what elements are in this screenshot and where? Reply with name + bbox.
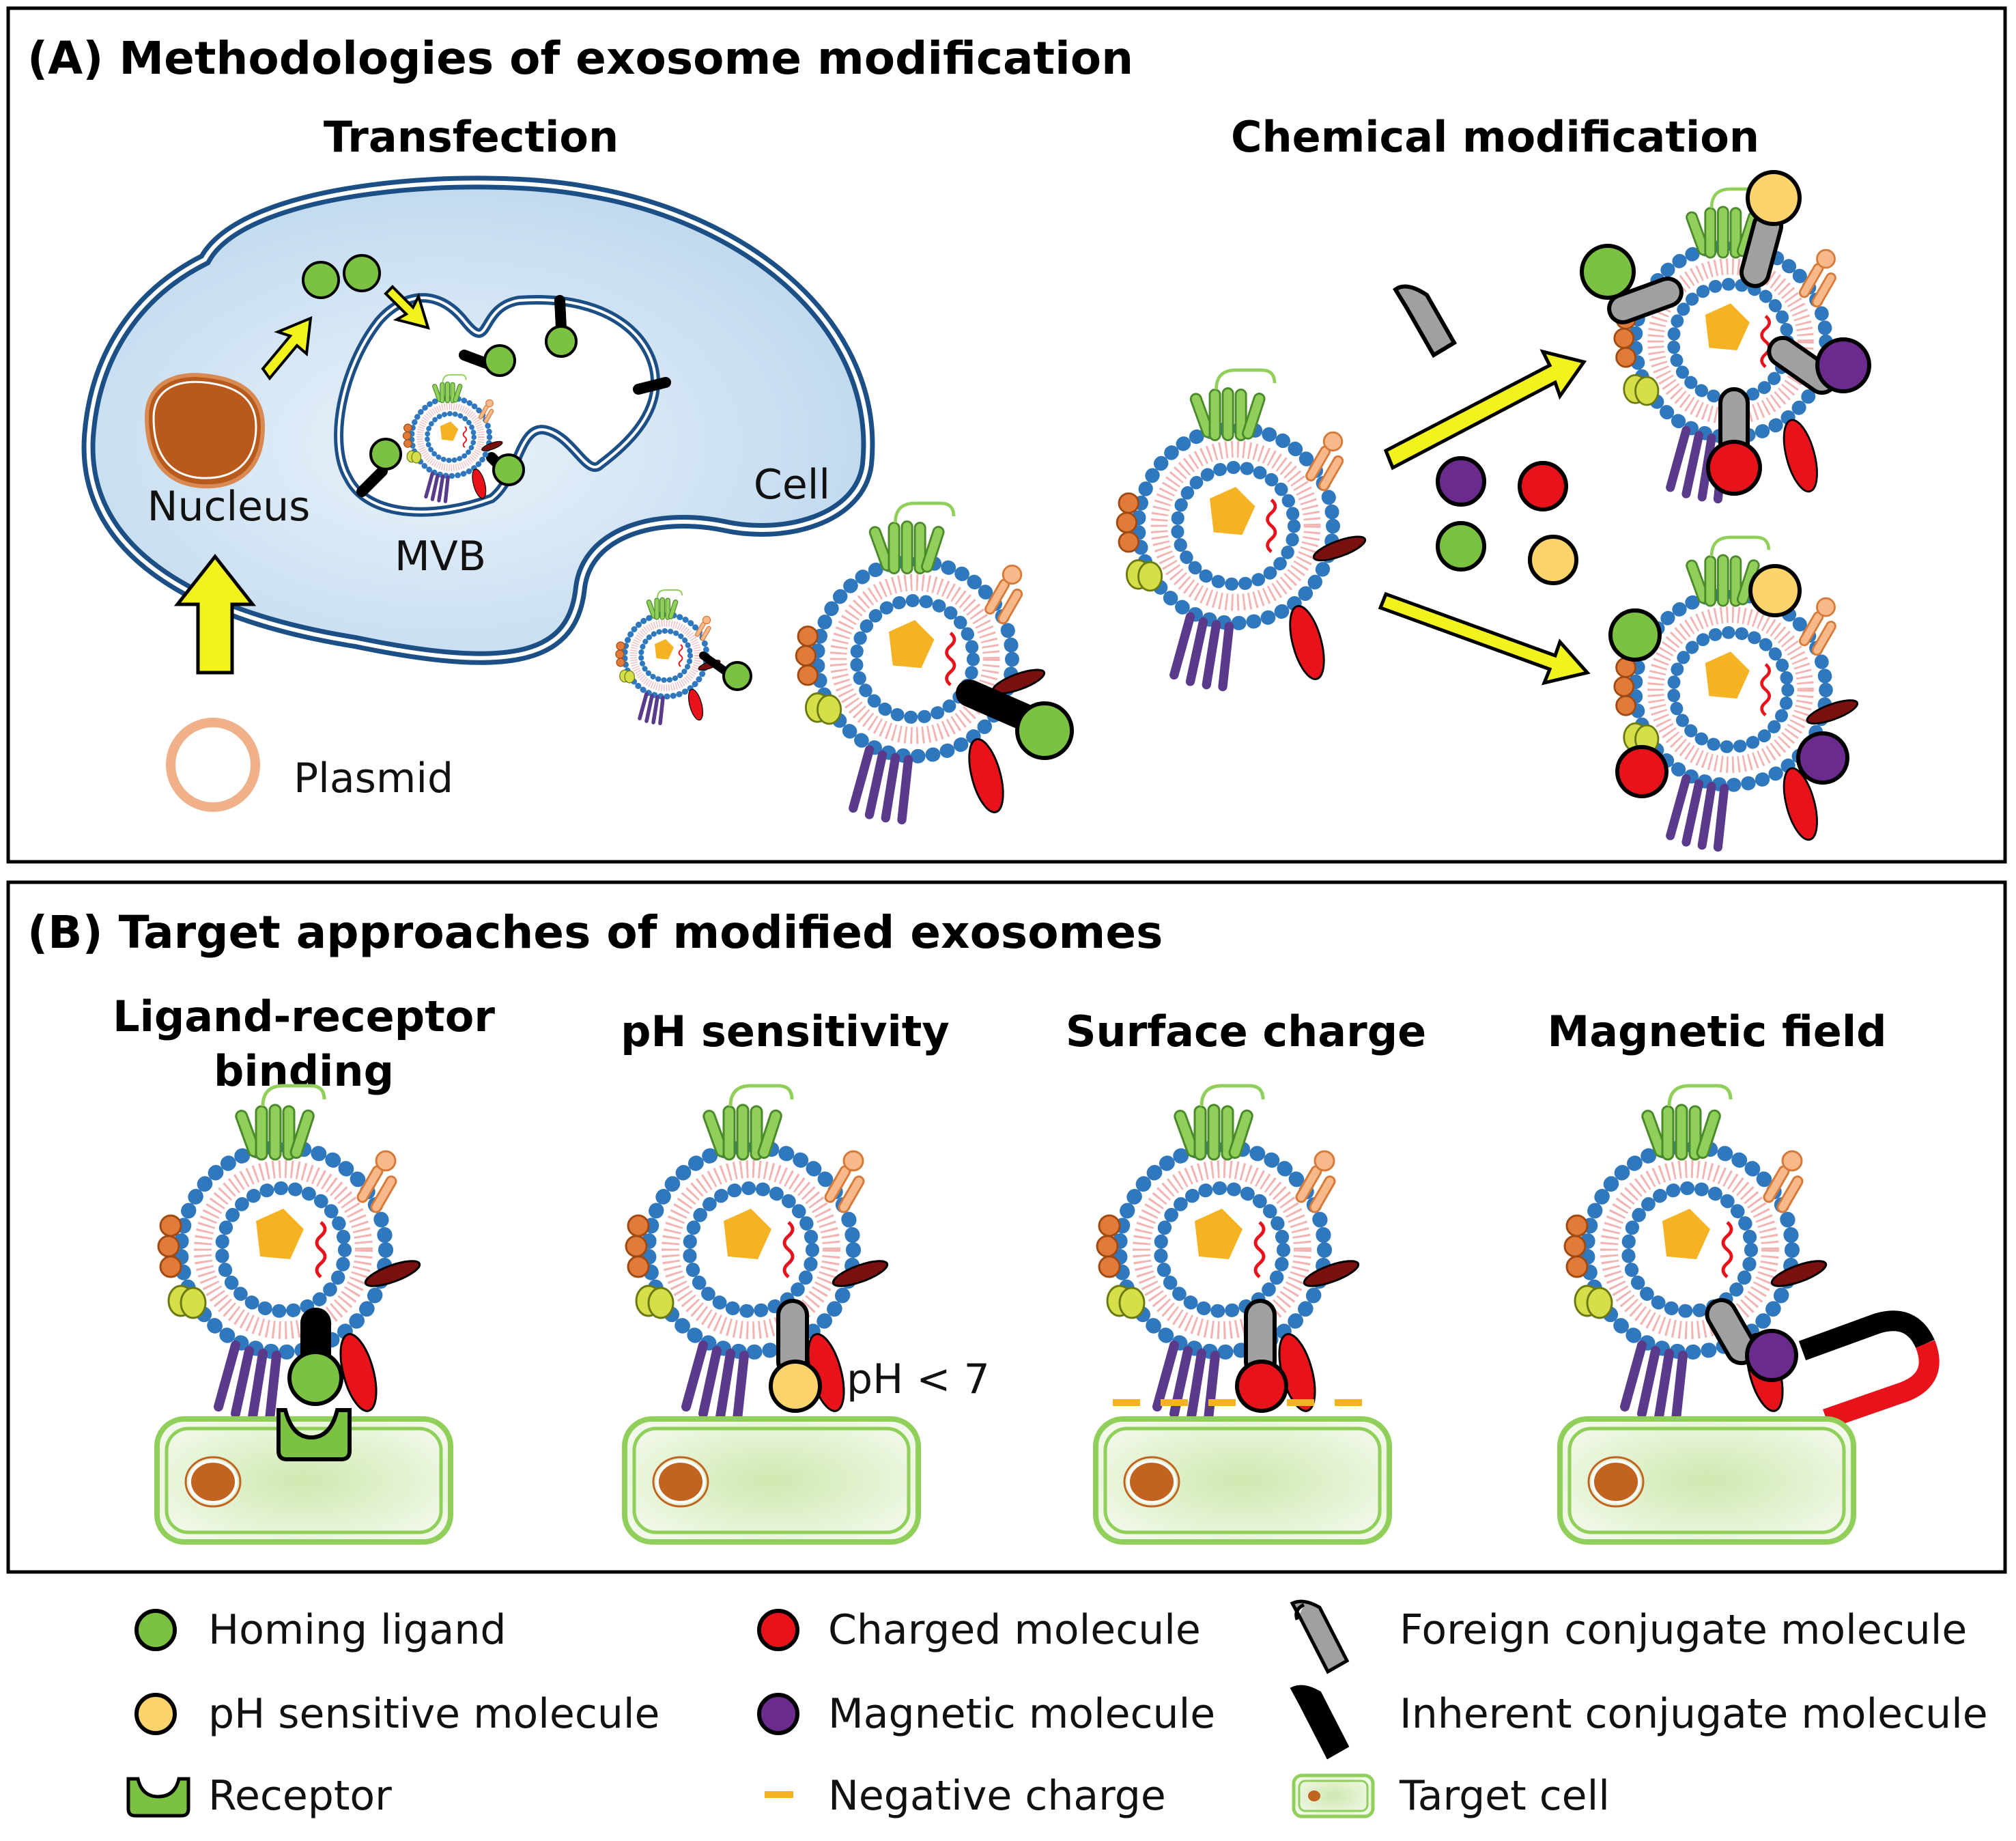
panel-a-frame <box>6 6 2007 864</box>
approach-ligand-receptor-line2: binding <box>214 1046 394 1096</box>
legend-charged-molecule-icon <box>757 1609 799 1651</box>
magnetic-field-diagram <box>1560 1086 1940 1542</box>
approach-ph-sensitivity: pH sensitivity <box>621 1007 950 1056</box>
legend-homing-ligand-label: Homing ligand <box>208 1606 506 1654</box>
legend-charged-molecule-label: Charged molecule <box>828 1606 1201 1654</box>
plasmid-icon <box>166 718 260 812</box>
legend-ph-sensitive-label: pH sensitive molecule <box>208 1690 659 1738</box>
plasmid-label: Plasmid <box>294 755 453 802</box>
ph-note: pH < 7 <box>847 1355 990 1403</box>
legend-ph-sensitive-icon <box>134 1693 177 1735</box>
legend-target-cell-label: Target cell <box>1399 1772 1610 1820</box>
transfection-heading: Transfection <box>324 112 619 162</box>
legend-homing-ligand-icon <box>134 1609 177 1651</box>
mvb-label: MVB <box>395 533 486 580</box>
legend-inherent-conjugate-label: Inherent conjugate molecule <box>1400 1690 1988 1738</box>
legend-receptor-label: Receptor <box>208 1772 392 1820</box>
panel-a-title: (A) Methodologies of exosome modificatio… <box>27 32 1133 85</box>
surface-charge-diagram <box>1096 1086 1389 1542</box>
legend-target-cell-icon <box>1292 1773 1375 1818</box>
chemical-modification-diagram <box>1117 170 1871 847</box>
approach-ligand-receptor-line1: Ligand-receptor <box>113 992 495 1041</box>
legend-inherent-conjugate-icon <box>1290 1685 1350 1760</box>
legend-magnetic-molecule-icon <box>757 1693 799 1735</box>
legend-foreign-conjugate-label: Foreign conjugate molecule <box>1400 1606 1967 1654</box>
legend-magnetic-molecule-label: Magnetic molecule <box>828 1690 1215 1738</box>
approach-magnetic-field: Magnetic field <box>1548 1007 1887 1056</box>
panel-b-frame <box>6 880 2007 1574</box>
approach-surface-charge: Surface charge <box>1066 1007 1426 1056</box>
chemical-modification-heading: Chemical modification <box>1231 112 1759 162</box>
nucleus-label: Nucleus <box>147 483 311 531</box>
legend-receptor-icon <box>126 1777 190 1818</box>
ph-sensitivity-diagram: pH < 7 <box>625 1086 990 1542</box>
legend: Homing ligand pH sensitive molecule Rece… <box>126 1599 1988 1820</box>
panel-b-title: (B) Target approaches of modified exosom… <box>27 906 1163 959</box>
legend-foreign-conjugate-icon <box>1290 1599 1350 1674</box>
ligand-receptor-diagram <box>157 1086 451 1542</box>
legend-negative-charge-label: Negative charge <box>828 1772 1166 1820</box>
cell-diagram: Nucleus MVB Cell Plasmid <box>81 175 1074 819</box>
cell-label: Cell <box>754 461 830 509</box>
